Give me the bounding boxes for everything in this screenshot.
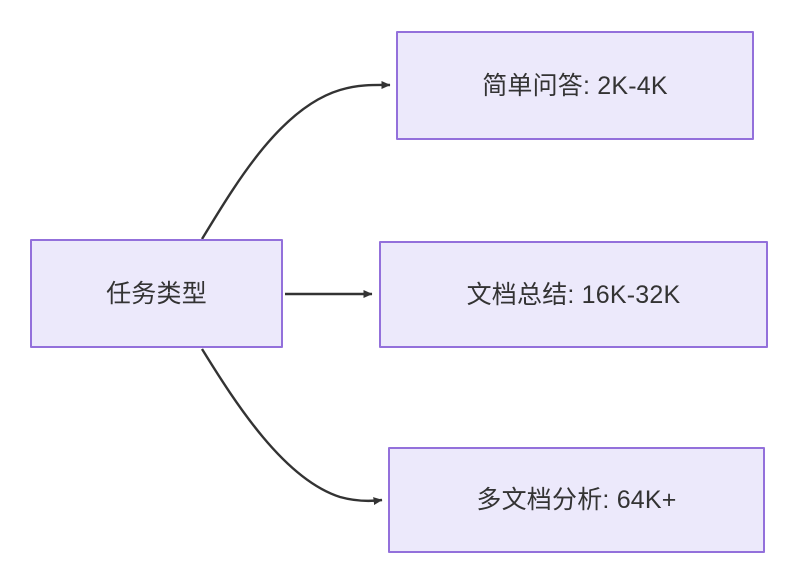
node-multi-doc-analysis[interactable]: 多文档分析: 64K+ [388,447,765,553]
node-doc-summary[interactable]: 文档总结: 16K-32K [379,241,768,348]
node-simple-qa-label: 简单问答: 2K-4K [482,71,668,100]
node-doc-summary-label: 文档总结: 16K-32K [466,280,681,309]
node-task-type[interactable]: 任务类型 [30,239,283,348]
edge-task-type-to-multi-doc-analysis [200,348,383,506]
node-simple-qa[interactable]: 简单问答: 2K-4K [396,31,754,140]
node-task-type-label: 任务类型 [106,279,207,308]
edge-task-type-to-simple-qa [200,80,391,240]
node-multi-doc-analysis-label: 多文档分析: 64K+ [476,486,677,514]
